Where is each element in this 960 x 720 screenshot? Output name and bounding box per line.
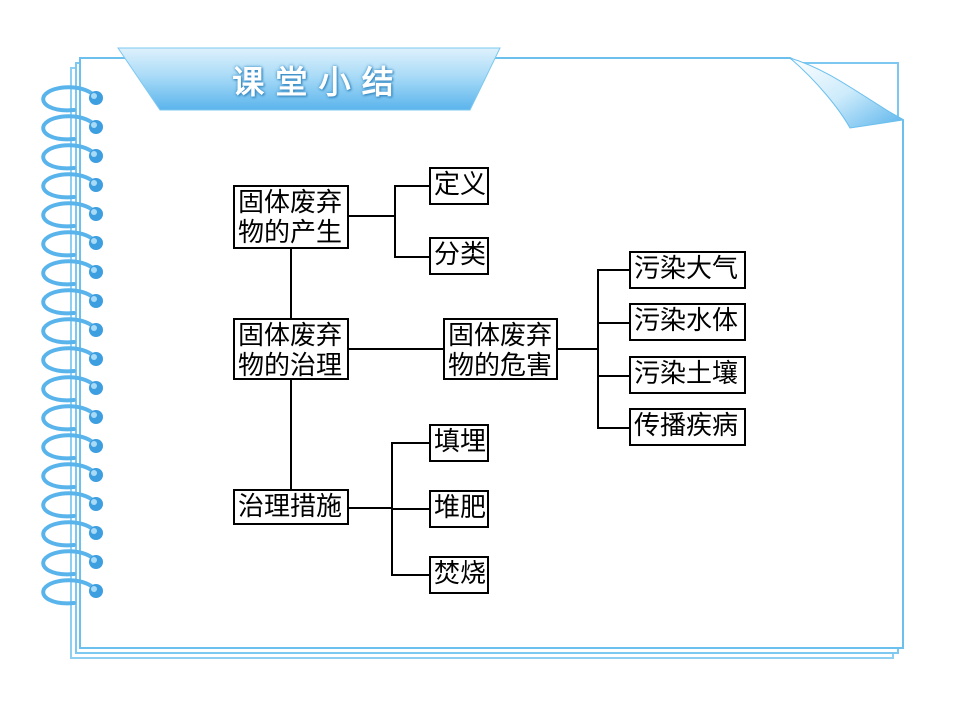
connector <box>391 508 431 510</box>
binding-ring <box>41 172 103 200</box>
node-landfill: 填埋 <box>429 424 489 462</box>
connector <box>597 375 630 377</box>
node-definition: 定义 <box>429 167 489 205</box>
node-classification: 分类 <box>429 237 489 275</box>
binding-ring <box>41 201 103 229</box>
connector <box>597 269 599 428</box>
connector <box>597 269 630 271</box>
connector <box>347 215 395 217</box>
connector <box>394 256 430 258</box>
node-treatment-measures: 治理措施 <box>233 489 349 525</box>
connector <box>290 245 292 320</box>
binding-ring <box>41 433 103 461</box>
binding-ring <box>41 85 103 113</box>
node-water-pollution: 污染水体 <box>629 303 746 341</box>
connector <box>556 348 598 350</box>
title-tab <box>117 47 501 111</box>
node-solid-waste-treatment: 固体废弃 物的治理 <box>233 318 349 381</box>
binding-ring <box>41 259 103 287</box>
binding-ring <box>41 491 103 519</box>
node-incineration: 焚烧 <box>429 556 489 594</box>
connector <box>347 507 392 509</box>
binding-ring <box>41 462 103 490</box>
binding-ring <box>41 549 103 577</box>
connector <box>394 185 430 187</box>
connector <box>597 322 630 324</box>
node-air-pollution: 污染大气 <box>629 251 746 289</box>
binding-ring <box>41 346 103 374</box>
binding-ring <box>41 404 103 432</box>
binding-ring <box>41 317 103 345</box>
binding-ring <box>41 230 103 258</box>
binding-ring <box>41 114 103 142</box>
connector <box>391 442 431 444</box>
node-solid-waste-generation: 固体废弃 物的产生 <box>233 185 349 249</box>
binding-ring <box>41 578 103 606</box>
connector <box>290 378 292 490</box>
node-disease-spread: 传播疾病 <box>629 408 746 446</box>
connector <box>347 348 444 350</box>
page-title: 课 堂 小 结 <box>232 63 394 101</box>
binding-ring <box>41 288 103 316</box>
node-soil-pollution: 污染土壤 <box>629 356 746 394</box>
node-compost: 堆肥 <box>429 490 489 528</box>
node-solid-waste-harm: 固体废弃 物的危害 <box>443 318 558 381</box>
connector <box>394 185 396 258</box>
binding-ring <box>41 375 103 403</box>
binding-ring <box>41 520 103 548</box>
connector <box>597 427 630 429</box>
connector <box>391 574 431 576</box>
binding-ring <box>41 143 103 171</box>
page-curl <box>789 57 905 129</box>
